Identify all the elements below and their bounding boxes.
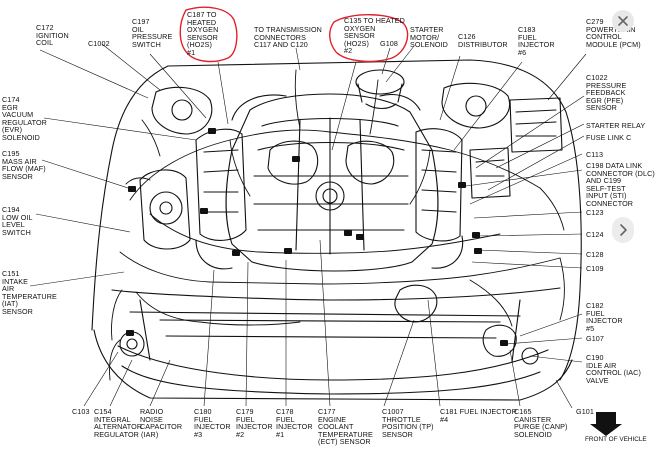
label-c113: C113 <box>586 150 604 159</box>
annotation-circle-c135 <box>329 14 409 63</box>
label-c181: C181 FUEL INJECTOR #4 <box>440 407 517 424</box>
next-image-button[interactable] <box>612 217 634 243</box>
label-starter-relay: STARTER RELAY <box>586 121 646 130</box>
label-c103: C103 <box>72 407 90 416</box>
fender-outline <box>91 59 582 381</box>
harness-main <box>129 129 541 201</box>
annotation-circle-c187 <box>179 6 238 63</box>
label-c194: C194 LOW OIL LEVEL SWITCH <box>2 205 33 237</box>
label-c177: C177 ENGINE COOLANT TEMPERATURE (ECT) SE… <box>318 407 373 447</box>
label-front-of-vehicle: FRONT OF VEHICLE <box>585 436 647 443</box>
label-c123: C123 <box>586 208 604 217</box>
label-starter-motor: STARTER MOTOR/ SOLENOID <box>410 25 448 50</box>
label-c197: C197 OIL PRESSURE SWITCH <box>132 17 173 49</box>
label-c279: C279 POWERTRAIN CONTROL MODULE (PCM) <box>586 17 641 49</box>
close-button[interactable] <box>612 10 634 32</box>
label-c187: C187 TO HEATED OXYGEN SENSOR (HO2S) #1 <box>187 10 219 57</box>
label-fuse-link-c: FUSE LINK C <box>586 133 632 142</box>
arrow-down-icon <box>590 412 622 436</box>
label-c1007: C1007 THROTTLE POSITION (TP) SENSOR <box>382 407 434 439</box>
chevron-right-icon <box>620 224 627 236</box>
label-g101: G101 <box>576 407 594 416</box>
bumper-outline <box>93 329 573 401</box>
label-c151: C151 INTAKE AIR TEMPERATURE (IAT) SENSOR <box>2 269 57 316</box>
label-c126: C126 DISTRIBUTOR <box>458 32 508 49</box>
label-c198: C198 DATA LINK CONNECTOR (DLC) AND C199 … <box>586 161 655 208</box>
label-c179: C179 FUEL INJECTOR #2 <box>236 407 273 439</box>
label-c180: C180 FUEL INJECTOR #3 <box>194 407 231 439</box>
label-c172: C172 IGNITION COIL <box>36 23 69 48</box>
label-c190: C190 IDLE AIR CONTROL (IAC) VALVE <box>586 353 641 385</box>
label-c154: C154 INTEGRAL ALTERNATOR REGULATOR (IAR) <box>94 407 159 439</box>
label-c128: C128 <box>586 250 604 259</box>
label-c165: C165 CANISTER PURGE (CANP) SOLENOID <box>514 407 568 439</box>
label-to-transmission: TO TRANSMISSION CONNECTORS C117 AND C120 <box>254 25 322 50</box>
label-c109: C109 <box>586 264 604 273</box>
grille-outline <box>121 365 541 395</box>
label-c1002: C1002 <box>88 39 110 48</box>
label-radio-noise-capacitor: RADIO NOISE CAPACITOR <box>140 407 183 432</box>
label-c124: C124 <box>586 230 604 239</box>
label-c195: C195 MASS AIR FLOW (MAF) SENSOR <box>2 149 46 181</box>
close-icon <box>618 16 628 26</box>
label-g108: G108 <box>380 39 398 48</box>
label-c1022: C1022 PRESSURE FEEDBACK EGR (PFE) SENSOR <box>586 73 627 113</box>
engine-block <box>225 93 439 272</box>
label-c178: C178 FUEL INJECTOR #1 <box>276 407 313 439</box>
label-g107: G107 <box>586 334 604 343</box>
label-c182: C182 FUEL INJECTOR #5 <box>586 301 623 333</box>
label-c135: C135 TO HEATED OXYGEN SENSOR (HO2S) #2 <box>344 16 405 56</box>
label-c183: C183 FUEL INJECTOR #6 <box>518 25 555 57</box>
label-c174: C174 EGR VACUUM REGULATOR (EVR) SOLENOID <box>2 95 47 142</box>
